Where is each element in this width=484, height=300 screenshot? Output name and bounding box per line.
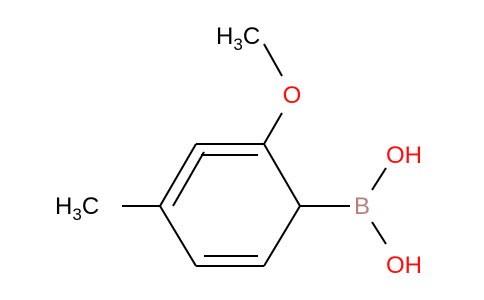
ring-methyl-c: C bbox=[82, 193, 99, 220]
ring-methyl-label: H3C bbox=[55, 193, 99, 224]
ring-bond-c5-c6 bbox=[159, 143, 197, 207]
ring-bond-c1-c2 bbox=[263, 143, 301, 207]
bond-boron-to-hydroxyl-bottom bbox=[371, 221, 387, 245]
methoxy-methyl-h: H bbox=[216, 23, 233, 50]
ring-bond-c2-c3 bbox=[263, 205, 301, 267]
ring-methyl-subscript: 3 bbox=[72, 205, 81, 224]
methoxy-methyl-label: H3C bbox=[216, 23, 260, 54]
aromatic-inner-bond-left bbox=[172, 151, 205, 207]
bond-methoxy-oxygen-to-methyl bbox=[263, 43, 283, 77]
ring-methyl-h: H bbox=[55, 193, 72, 220]
methoxy-methyl-subscript: 3 bbox=[233, 35, 242, 54]
bond-boron-to-hydroxyl-top bbox=[371, 167, 387, 191]
hydroxyl-bottom-label: OH bbox=[386, 252, 422, 279]
ring-bond-c4-c5 bbox=[159, 205, 197, 267]
benzene-ring bbox=[159, 143, 301, 267]
bond-ring-to-methoxy-oxygen bbox=[263, 112, 283, 145]
methoxy-oxygen-label: O bbox=[283, 82, 302, 109]
boron-label: B bbox=[354, 193, 370, 220]
hydroxyl-top-label: OH bbox=[386, 142, 422, 169]
methoxy-methyl-c: C bbox=[243, 23, 260, 50]
